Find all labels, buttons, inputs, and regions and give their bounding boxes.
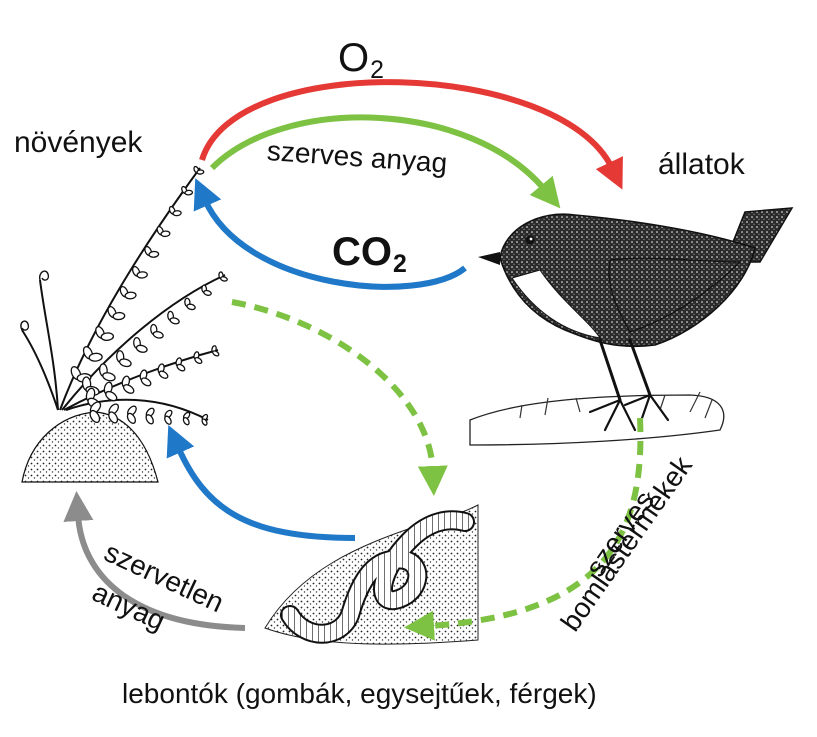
oxygen-main: O — [338, 36, 370, 80]
oxygen-label: O2 — [338, 36, 384, 83]
decomposition-products-arrow — [404, 417, 644, 641]
fern-leaflet — [102, 372, 116, 382]
decomposers-label: lebontók (gombák, egysejtűek, férgek) — [122, 678, 597, 709]
fern-leaflet — [152, 330, 164, 339]
organic-to-decomposers-arrow — [231, 299, 448, 496]
fern-leaflet — [108, 411, 119, 424]
fern-leaflet — [201, 418, 208, 426]
bird-illustration — [469, 207, 794, 446]
fern-leaflet — [145, 414, 154, 425]
fern-leaflet — [158, 370, 169, 379]
fern-leaflet — [122, 384, 135, 394]
fern-plant-illustration — [20, 165, 228, 483]
fern-leaflet — [172, 210, 182, 217]
fern-leaflet — [203, 289, 212, 296]
co2-main: CO — [332, 230, 392, 274]
fern-leaflet — [176, 363, 186, 372]
fern-leaflet — [100, 332, 115, 342]
fern-leaflet — [140, 377, 152, 387]
fern-leaflet — [148, 250, 160, 258]
oxygen-subscript: 2 — [370, 56, 384, 84]
fern-leaflet — [105, 390, 118, 402]
fern-leaflet — [184, 189, 194, 196]
organic-matter-arrow — [209, 114, 561, 209]
co2-label: CO2 — [332, 230, 407, 277]
inorganic-matter-arrow — [63, 491, 246, 631]
oxygen-arrow — [199, 79, 623, 190]
fern-leaflet — [126, 412, 137, 424]
fern-leaflet — [160, 230, 171, 238]
fern-leaflet — [124, 291, 137, 300]
fern-leaflet — [112, 311, 126, 321]
fern-leaflet — [196, 169, 205, 175]
fern-leaflet — [89, 409, 101, 424]
fern-leaflet — [186, 303, 196, 311]
co2-subscript: 2 — [393, 250, 407, 278]
fern-leaflet — [88, 352, 103, 362]
earthworm-illustration — [264, 504, 479, 645]
fern-leaflet — [219, 276, 228, 282]
fern-leaflet — [135, 344, 148, 353]
animals-label: állatok — [658, 148, 745, 181]
decomposers-co2-arrow — [166, 425, 356, 541]
fern-leaflet — [194, 356, 203, 365]
fern-leaflet — [118, 358, 132, 368]
fern-leaflet — [169, 317, 180, 325]
fern-leaflet — [164, 415, 172, 425]
co2-arrow — [193, 178, 467, 290]
fern-leaflet — [136, 271, 148, 279]
fern-leaflet — [212, 350, 220, 357]
plants-label: növények — [14, 126, 143, 159]
fern-leaflet — [182, 416, 190, 426]
